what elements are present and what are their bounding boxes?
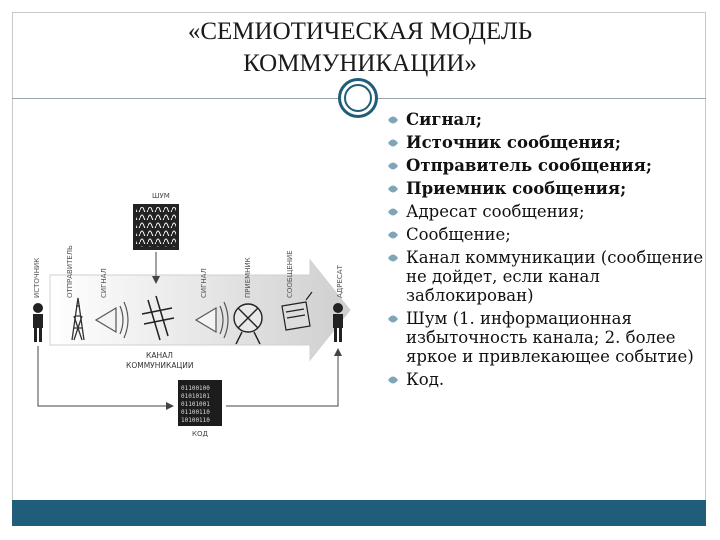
label-message: СООБЩЕНИЕ — [286, 250, 294, 298]
label-sender: ОТПРАВИТЕЛЬ — [66, 245, 74, 298]
code-line-2: 01010101 — [181, 393, 210, 400]
footer-bar — [12, 500, 706, 526]
code-loop-line — [37, 346, 170, 407]
blocked-channel-icon — [141, 295, 175, 341]
label-source: ИСТОЧНИК — [33, 258, 41, 298]
label-addressee: АДРЕСАТ — [336, 264, 344, 298]
bullet-leaf-icon — [388, 315, 398, 323]
signal-waves-1-icon — [94, 301, 129, 339]
label-receiver: ПРИЕМНИК — [244, 257, 252, 298]
bullet-leaf-icon — [388, 208, 398, 216]
label-signal-2: СИГНАЛ — [200, 268, 208, 298]
code-line-1: 01100100 — [181, 385, 210, 392]
slide-title: «СЕМИОТИЧЕСКАЯ МОДЕЛЬ КОММУНИКАЦИИ» — [30, 16, 690, 80]
bullet-leaf-icon — [388, 254, 398, 262]
channel-label-1: КАНАЛ — [146, 351, 173, 360]
tower-icon — [71, 297, 85, 341]
addressee-person-icon — [333, 303, 343, 342]
bullet-leaf-icon — [388, 116, 398, 124]
bullet-item: Шум (1. информационная избыточность кана… — [384, 309, 706, 366]
bullet-item: Приемник сообщения; — [384, 179, 706, 198]
bullet-item: Сигнал; — [384, 110, 706, 129]
satellite-dish-icon — [233, 303, 263, 345]
channel-label-2: КОММУНИКАЦИИ — [126, 361, 194, 370]
bullet-leaf-icon — [388, 162, 398, 170]
code-box — [178, 380, 222, 426]
code-label: КОД — [192, 430, 208, 438]
bullet-item: Источник сообщения; — [384, 133, 706, 152]
message-icon — [281, 291, 313, 331]
label-signal-1: СИГНАЛ — [100, 268, 108, 298]
bullet-leaf-icon — [388, 231, 398, 239]
bullet-item: Сообщение; — [384, 225, 706, 244]
code-line-3: 01101001 — [181, 401, 210, 408]
bullet-item: Адресат сообщения; — [384, 202, 706, 221]
ring-ornament-icon — [338, 78, 378, 118]
bullet-leaf-icon — [388, 185, 398, 193]
communication-diagram: ШУМ ИСТОЧНИК ОТПРАВИТЕЛЬ СИГНАЛ СИГНАЛ П… — [33, 192, 351, 438]
code-line-4: 01100110 — [181, 409, 210, 416]
bullet-item: Код. — [384, 370, 706, 389]
bullet-leaf-icon — [388, 376, 398, 384]
source-person-icon — [33, 303, 43, 342]
signal-waves-2-icon — [194, 301, 229, 339]
bullet-leaf-icon — [388, 139, 398, 147]
code-line-5: 10100110 — [181, 417, 210, 424]
bullet-item: Отправитель сообщения; — [384, 156, 706, 175]
bullet-list: Сигнал; Источник сообщения; Отправитель … — [384, 110, 706, 393]
noise-label: ШУМ — [152, 192, 170, 200]
bullet-item: Канал коммуникации (сообщение не дойдет,… — [384, 248, 706, 305]
title-line-1: «СЕМИОТИЧЕСКАЯ МОДЕЛЬ — [187, 18, 533, 45]
title-line-2: КОММУНИКАЦИИ» — [243, 50, 477, 77]
